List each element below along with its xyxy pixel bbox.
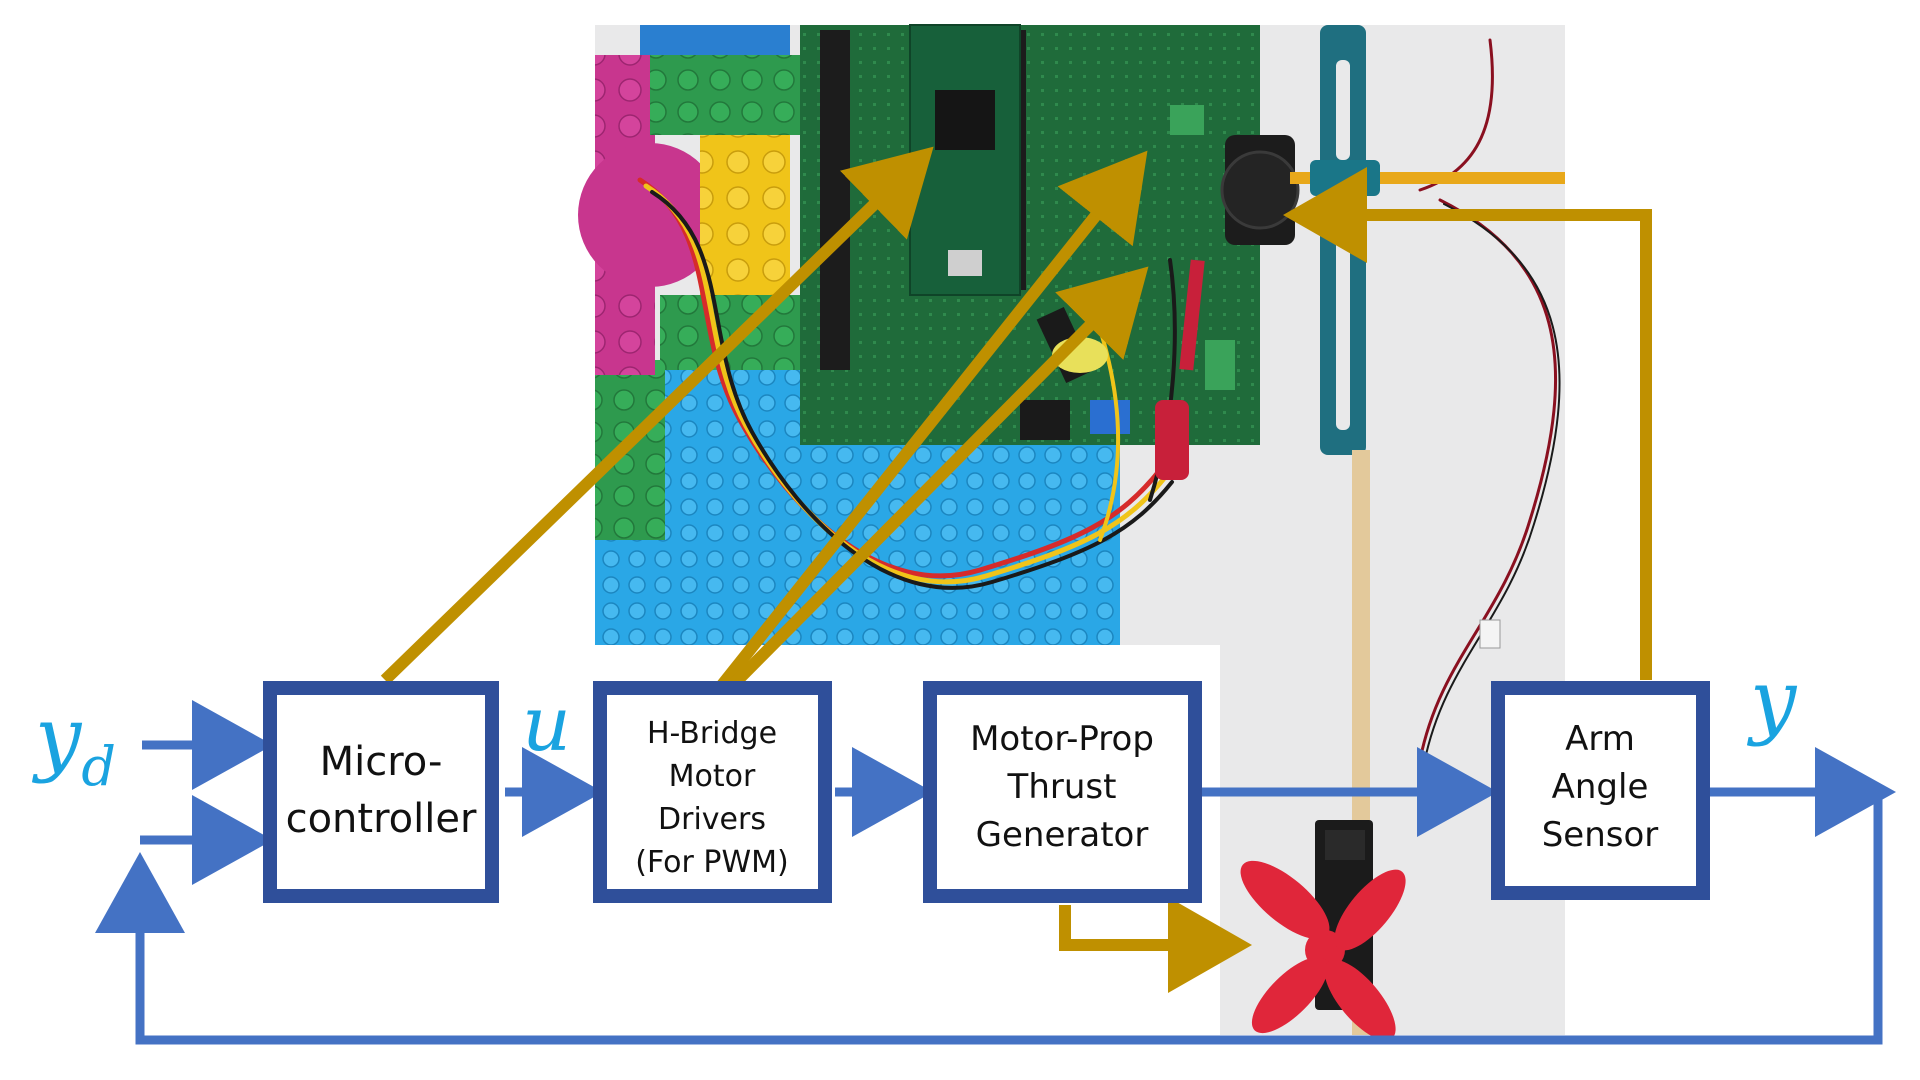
- terminal-block-top: [1170, 105, 1204, 135]
- terminal-block-blue: [1090, 400, 1130, 434]
- terminal-block-side: [1205, 340, 1235, 390]
- header-pins-left: [820, 30, 850, 370]
- armangle-label-line1: Arm: [1565, 719, 1635, 759]
- label-yd: yd: [31, 690, 116, 798]
- label-u: u: [522, 679, 571, 768]
- connector-black: [1020, 400, 1070, 440]
- block-microcontroller[interactable]: Micro- controller: [263, 681, 499, 903]
- lego-brick-blue-top: [640, 25, 790, 55]
- microcontroller-label-line1: Micro-: [320, 739, 443, 785]
- teensy-chip: [935, 90, 995, 150]
- hbridge-label-line3: Drivers: [658, 802, 766, 837]
- block-hbridge[interactable]: H-Bridge Motor Drivers (For PWM): [593, 681, 832, 903]
- block-motor-prop[interactable]: Motor-Prop Thrust Generator: [923, 681, 1202, 903]
- motorprop-label-line3: Generator: [976, 815, 1149, 855]
- motorprop-label-line2: Thrust: [1007, 767, 1117, 807]
- arrow-microcontroller-to-teensy: [380, 146, 934, 685]
- armangle-label-line2: Angle: [1552, 767, 1649, 807]
- signal-arrows: [95, 700, 1896, 1045]
- annotation-arrows: [380, 146, 1652, 993]
- hbridge-label-line4: (For PWM): [635, 845, 788, 880]
- angle-sensor: [1220, 135, 1300, 245]
- arrow-hbridge-to-driver-a: [713, 150, 1148, 694]
- arrow-motorprop-to-propeller: [1059, 897, 1252, 993]
- red-propeller: [1240, 860, 1406, 1041]
- armangle-label-line3: Sensor: [1542, 815, 1659, 855]
- motorprop-label-line1: Motor-Prop: [970, 719, 1154, 759]
- hbridge-label-line2: Motor: [669, 759, 756, 794]
- lego-brick-yellow: [700, 135, 790, 295]
- label-yd-main: y: [31, 690, 83, 785]
- feedback-path: [95, 785, 1883, 1045]
- block-arm-angle-sensor[interactable]: Arm Angle Sensor: [1491, 681, 1710, 900]
- lego-round-magenta: [578, 143, 722, 287]
- usb-connector: [948, 250, 982, 276]
- lego-brick-green-top: [650, 55, 810, 135]
- arrow-sensor-to-encoder: [1283, 167, 1652, 680]
- connector-white: [1479, 619, 1501, 649]
- hbridge-label-line1: H-Bridge: [647, 716, 777, 751]
- label-yd-subscript: d: [81, 735, 116, 798]
- label-y-output: y: [1746, 653, 1798, 748]
- arrow-hbridge-to-driver-b: [723, 266, 1149, 695]
- microcontroller-label-line2: controller: [286, 796, 477, 842]
